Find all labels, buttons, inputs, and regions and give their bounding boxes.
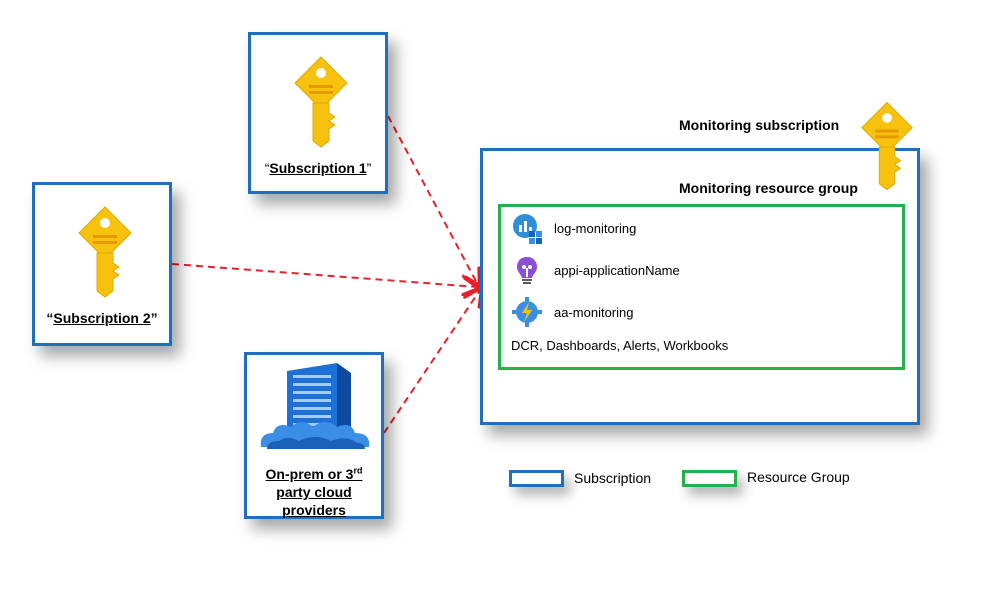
- legend-resource-group-swatch: [682, 470, 737, 487]
- onprem-card: On-prem or 3rd party cloud providers: [244, 352, 384, 519]
- automation-account-icon: [512, 297, 542, 327]
- subscription-1-label: “Subscription 1”: [264, 160, 372, 176]
- key-icon: [78, 206, 132, 298]
- resource-group-box: log-monitoring appi-applicationName aa-m…: [498, 204, 905, 370]
- monitoring-resource-group-title: Monitoring resource group: [679, 180, 858, 196]
- resource-label: appi-applicationName: [554, 262, 680, 278]
- datacenter-cloud-icon: [260, 363, 370, 449]
- subscription-1-name: Subscription 1: [269, 160, 367, 176]
- key-icon: [294, 56, 348, 148]
- resource-group-extra-items: DCR, Dashboards, Alerts, Workbooks: [511, 338, 729, 353]
- subscription-2-label: “Subscription 2”: [46, 310, 158, 326]
- log-analytics-icon: [513, 214, 542, 244]
- monitoring-subscription-box: Monitoring resource group log-monitoring…: [480, 148, 920, 425]
- arrow-subscription-2: [171, 263, 478, 287]
- resource-label: log-monitoring: [554, 220, 637, 236]
- legend-resource-group-label: Resource Group: [747, 469, 850, 485]
- onprem-label: On-prem or 3rd party cloud providers: [265, 465, 363, 518]
- resource-label: aa-monitoring: [554, 304, 634, 320]
- resource-aa-monitoring: aa-monitoring: [511, 296, 634, 328]
- subscription-2-name: Subscription 2: [53, 310, 151, 326]
- application-insights-icon: [517, 257, 537, 284]
- arrow-onprem: [383, 290, 480, 434]
- arrow-subscription-1: [387, 115, 478, 285]
- legend-subscription-label: Subscription: [574, 470, 652, 486]
- resource-log-monitoring: log-monitoring: [511, 212, 636, 244]
- resource-appi: appi-applicationName: [511, 254, 680, 286]
- subscription-2-card: “Subscription 2”: [32, 182, 172, 346]
- monitoring-subscription-title: Monitoring subscription: [679, 117, 840, 133]
- key-icon: [861, 101, 913, 191]
- subscription-1-card: “Subscription 1”: [248, 32, 388, 194]
- legend-subscription-swatch: [509, 470, 564, 487]
